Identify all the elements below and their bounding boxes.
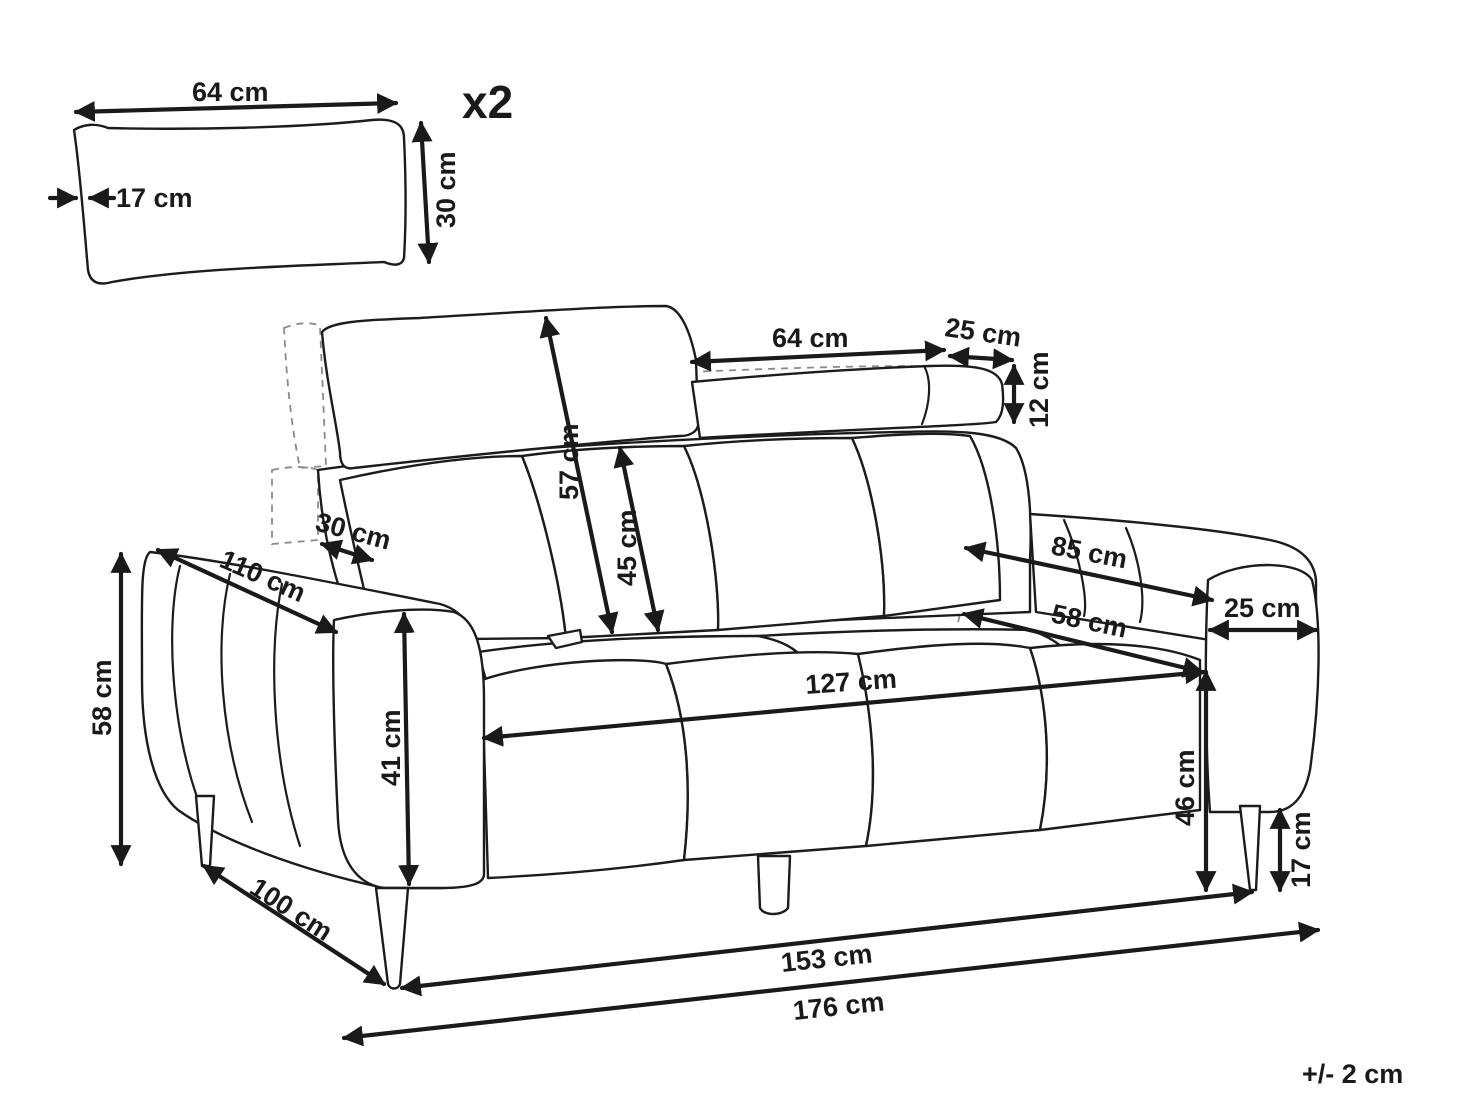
sofa-drawing [140, 304, 1320, 990]
seat-width-arrow [481, 663, 1207, 747]
pillow-width-arrow [73, 93, 399, 122]
inner-width-arrow [399, 883, 1255, 997]
pillow-height-label: 30 cm [431, 151, 461, 228]
back-cushion-height-arrow [613, 445, 665, 633]
total-height-label: 58 cm [87, 659, 117, 736]
headrest-height-label: 57 cm [554, 423, 584, 500]
armrest-inner-depth-arrow [319, 539, 375, 565]
headrest-depth-label: 25 cm [943, 312, 1023, 352]
armrest-height-label: 41 cm [376, 709, 406, 786]
pillow-width-label: 64 cm [192, 77, 269, 107]
total-width-arrow [341, 921, 1321, 1047]
tolerance-label: +/- 2 cm [1302, 1059, 1403, 1089]
pillow-height-arrow [411, 120, 439, 265]
pillow-depth-label: 17 cm [116, 183, 193, 213]
armrest-height-arrow [393, 611, 420, 887]
depth-with-headrest-arrow [963, 541, 1215, 607]
headrest-width-arrow [689, 340, 947, 372]
headrest-depth-arrow [947, 346, 1015, 370]
seat-depth-arrow [961, 608, 1205, 678]
seat-height-label: 46 cm [1170, 749, 1200, 826]
headrest-thickness-label: 12 cm [1024, 351, 1054, 428]
total-width-label: 176 cm [791, 987, 885, 1026]
headrest-width-label: 64 cm [772, 323, 849, 353]
headrest-height-arrow [539, 315, 619, 635]
seat-width-label: 127 cm [804, 664, 897, 700]
total-depth-label: 100 cm [245, 872, 338, 947]
leg-height-label: 17 cm [1286, 811, 1316, 888]
pillow-quantity-label: x2 [462, 76, 513, 128]
armrest-width-label: 25 cm [1224, 593, 1301, 623]
back-cushion-height-label: 45 cm [612, 509, 642, 586]
pillow-drawing [72, 118, 407, 285]
armrest-length-arrow [155, 547, 339, 635]
